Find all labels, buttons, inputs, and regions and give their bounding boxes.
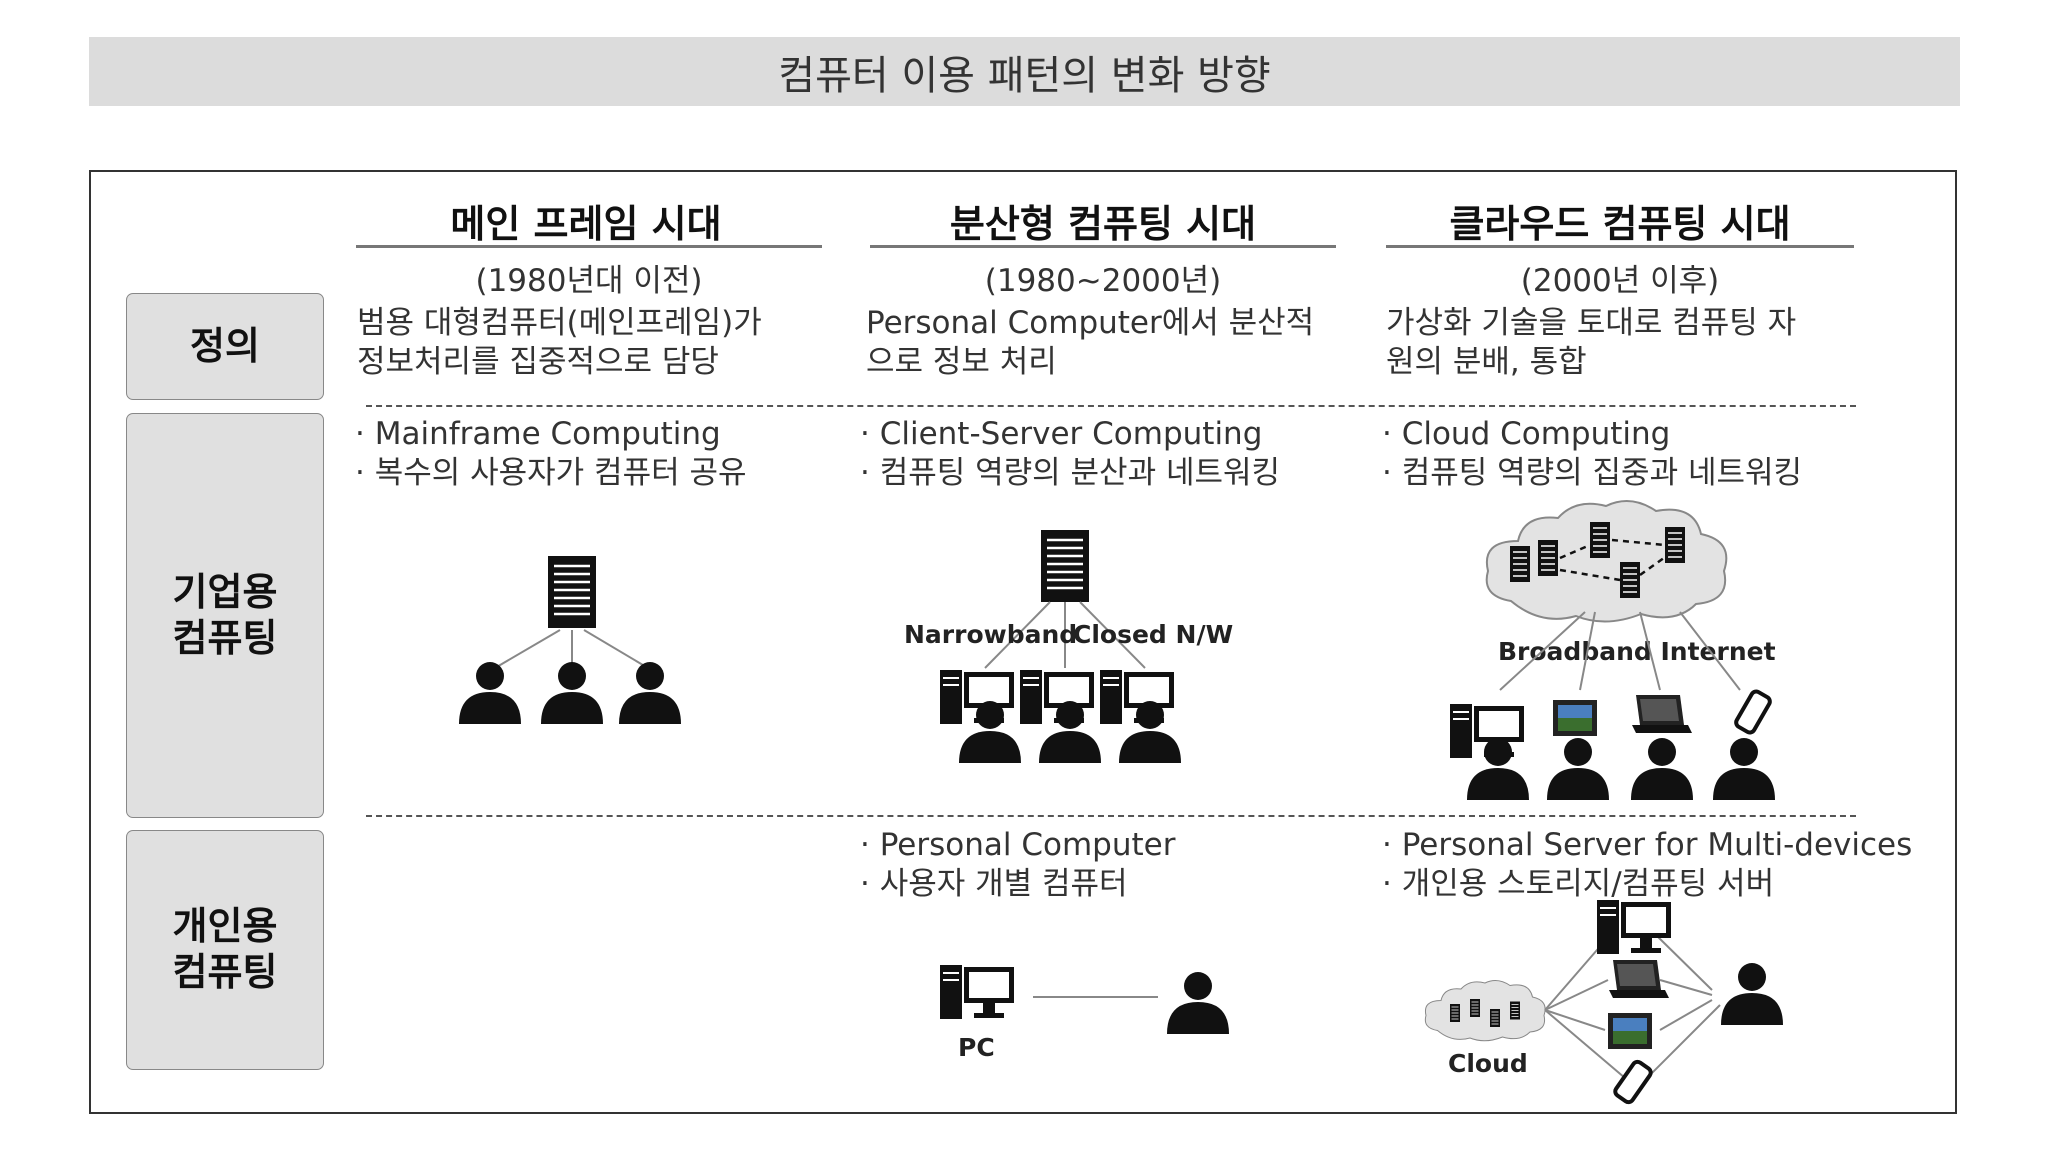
cloud-user-icon [1631,738,1693,800]
enterprise-cloud-line-1: · Cloud Computing [1382,416,1671,452]
personal-cloud-illustration: Cloud [1424,899,1783,1107]
client-user-icon [959,701,1021,763]
personal-cloud-line-1: · Personal Server for Multi-devices [1382,827,1913,863]
cloud-label: Cloud [1448,1049,1528,1078]
cloud-client-phone [1713,687,1775,800]
definition-cloud-line-1: 가상화 기술을 토대로 컴퓨팅 자 [1386,305,1797,341]
personal-cloud-user-icon [1721,963,1783,1025]
enterprise-mainframe-line-2: · 복수의 사용자가 컴퓨터 공유 [355,455,747,491]
cloud-server-icon [1619,561,1641,599]
era-underline-distributed [870,245,1336,248]
personal-cloud-line-2: · 개인용 스토리지/컴퓨팅 서버 [1382,866,1775,902]
definition-distributed-line-1: Personal Computer에서 분산적 [866,305,1315,341]
pc-user-icon [1167,972,1229,1034]
row-label-personal: 개인용 컴퓨팅 [126,830,324,1070]
row-label-enterprise: 기업용 컴퓨팅 [126,413,324,818]
definition-mainframe-line-2: 정보처리를 집중적으로 담당 [357,344,719,380]
cloud-user-icon [1467,738,1529,800]
pc-label: PC [958,1033,995,1062]
row-label-definition: 정의 [126,293,324,400]
diagram-frame [89,170,1957,1114]
broadband-internet-label: Broadband Internet [1498,637,1776,666]
mainframe-user-icon [541,662,603,724]
definition-cloud: 가상화 기술을 토대로 컴퓨팅 자 원의 분배, 통합 [1386,304,1796,382]
era-years-mainframe: (1980년대 이전) [475,263,703,299]
personal-cloud-text: · Personal Server for Multi-devices · 개인… [1382,826,1912,904]
personal-phone-icon [1611,1057,1655,1107]
era-title-mainframe: 메인 프레임 시대 [450,202,722,246]
personal-distributed-line-2: · 사용자 개별 컴퓨터 [860,866,1128,902]
mainframe-user-icon [459,662,521,724]
enterprise-cloud-line-2: · 컴퓨팅 역량의 집중과 네트워킹 [1382,455,1803,491]
cloud-server-icon [1664,526,1686,564]
enterprise-mainframe-line-1: · Mainframe Computing [355,416,721,452]
phone-icon [1732,687,1774,737]
tablet-icon [1553,700,1597,736]
laptop-icon [1632,695,1692,733]
era-underline-mainframe [356,245,822,248]
divider-dashed-2 [366,815,1856,817]
personal-distributed-text: · Personal Computer · 사용자 개별 컴퓨터 [860,826,1175,904]
client-server-server-icon [1039,528,1091,604]
definition-cloud-line-2: 원의 분배, 통합 [1386,344,1587,380]
era-years-cloud: (2000년 이후) [1520,263,1720,299]
cloud-server-links [1559,538,1669,582]
cloud-user-icon [1547,738,1609,800]
enterprise-distributed-line-2: · 컴퓨팅 역량의 분산과 네트워킹 [860,455,1281,491]
definition-mainframe-line-1: 범용 대형컴퓨터(메인프레임)가 [357,305,762,341]
closed-nw-label: Closed N/W [1073,620,1233,649]
cloud-client-tablet [1547,700,1609,800]
enterprise-distributed-text: · Client-Server Computing · 컴퓨팅 역량의 분산과 … [860,415,1280,493]
client-pc-3 [1099,669,1181,763]
cloud-server-icon [1537,539,1559,577]
client-user-icon [1039,701,1101,763]
cloud-enterprise-illustration: Broadband Internet [1449,500,1776,800]
era-underline-cloud [1386,245,1854,248]
era-years-distributed: (1980~2000년) [984,263,1222,299]
cloud-server-icon [1509,545,1531,583]
personal-distributed-line-1: · Personal Computer [860,827,1176,863]
personal-tablet-icon [1608,1013,1652,1049]
divider-dashed-1 [366,405,1856,407]
era-title-distributed: 분산형 컴퓨팅 시대 [949,202,1257,246]
definition-mainframe: 범용 대형컴퓨터(메인프레임)가 정보처리를 집중적으로 담당 [357,304,762,382]
personal-laptop-icon [1609,960,1669,998]
definition-distributed: Personal Computer에서 분산적 으로 정보 처리 [866,304,1314,382]
personal-desktop-icon [1596,899,1672,955]
mainframe-illustration [459,554,681,724]
client-server-links [984,601,1146,669]
cloud-client-pc [1449,703,1529,800]
enterprise-cloud-text: · Cloud Computing · 컴퓨팅 역량의 집중과 네트워킹 [1382,415,1802,493]
cloud-client-laptop [1631,695,1693,800]
client-server-illustration: Narrowband Closed N/W [904,528,1233,763]
personal-pc-illustration: PC [939,964,1229,1062]
personal-device-links [1544,934,1721,1081]
narrowband-label: Narrowband [904,620,1077,649]
client-pc-2 [1019,669,1101,763]
personal-cloud-icon [1424,980,1546,1042]
pc-icon [939,964,1015,1020]
page-title: 컴퓨터 이용 패턴의 변화 방향 [89,37,1960,106]
era-title-cloud: 클라우드 컴퓨팅 시대 [1449,202,1791,246]
client-pc-1 [939,669,1021,763]
mainframe-links [494,629,649,669]
enterprise-mainframe-text: · Mainframe Computing · 복수의 사용자가 컴퓨터 공유 [355,415,747,493]
client-user-icon [1119,701,1181,763]
mainframe-server-icon [546,554,598,630]
definition-distributed-line-2: 으로 정보 처리 [866,344,1057,380]
cloud-server-icon [1589,521,1611,559]
enterprise-distributed-line-1: · Client-Server Computing [860,416,1263,452]
mainframe-user-icon [619,662,681,724]
cloud-user-icon [1713,738,1775,800]
cloud-device-links [1499,611,1741,691]
